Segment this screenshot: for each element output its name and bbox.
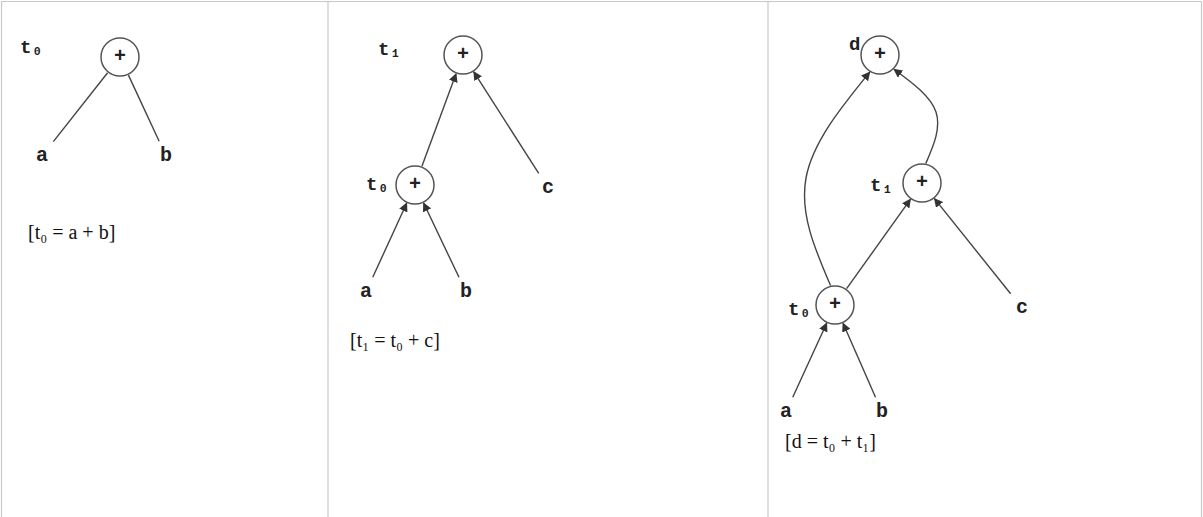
temp-name: t₁	[870, 176, 893, 197]
node-text: b	[876, 402, 888, 422]
dag-edge	[474, 72, 539, 174]
dag-edge	[894, 69, 938, 163]
node-text: a	[780, 402, 792, 422]
operator-node: +	[860, 35, 900, 75]
node-text: +	[874, 45, 886, 65]
operator-node: +	[902, 163, 942, 203]
temp-name: t₀	[366, 175, 389, 196]
leaf-node: b	[873, 400, 892, 424]
dag-edge	[934, 199, 1010, 294]
panel-border	[1201, 2, 1202, 517]
node-text: b	[160, 146, 172, 166]
operator-node: +	[443, 35, 483, 75]
dag-edge	[128, 75, 159, 141]
node-text: +	[114, 47, 126, 67]
panel-divider	[767, 2, 768, 517]
panel-divider	[327, 2, 328, 517]
leaf-node: c	[539, 176, 558, 200]
operator-node: +	[395, 165, 435, 205]
leaf-node: a	[357, 280, 376, 304]
dag-edge	[424, 203, 459, 277]
node-text: a	[360, 282, 372, 302]
leaf-node: a	[33, 144, 52, 168]
node-text: +	[916, 173, 928, 193]
temp-name: t₁	[378, 40, 401, 61]
dag-edge	[804, 72, 869, 285]
node-text: c	[542, 178, 554, 198]
leaf-node: b	[457, 280, 476, 304]
instruction-caption: [t₁ = t₀ + c]	[350, 329, 440, 351]
node-text: +	[409, 175, 421, 195]
dag-edge	[422, 74, 456, 166]
panel-border	[1, 2, 2, 517]
node-text: b	[460, 282, 472, 302]
dag-edge	[843, 323, 875, 397]
node-text: a	[36, 146, 48, 166]
temp-name: t₀	[20, 38, 43, 59]
temp-name: d	[849, 35, 860, 56]
leaf-node: c	[1013, 296, 1032, 320]
node-text: c	[1016, 298, 1028, 318]
node-text: +	[829, 295, 841, 315]
node-text: +	[457, 45, 469, 65]
leaf-node: a	[777, 400, 796, 424]
instruction-caption: [t₀ = a + b]	[28, 221, 115, 243]
dag-edge	[53, 73, 107, 142]
temp-name: t₀	[788, 300, 811, 321]
dag-edge	[793, 323, 827, 397]
leaf-node: b	[157, 144, 176, 168]
panel-border	[2, 1, 1202, 2]
operator-node: +	[815, 285, 855, 325]
operator-node: +	[100, 37, 140, 77]
dag-edge	[847, 199, 911, 288]
dag-edge	[373, 203, 407, 277]
instruction-caption: [d = t₀ + t₁]	[785, 430, 876, 452]
